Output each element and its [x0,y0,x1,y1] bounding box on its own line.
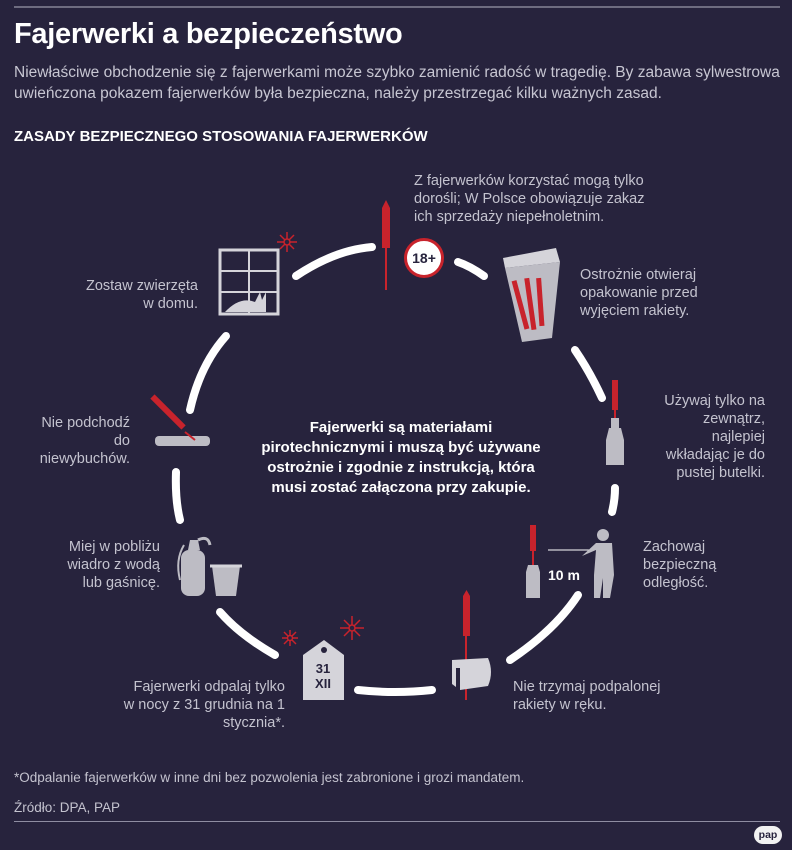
rule-hand: Nie trzymaj podpalonej rakiety w ręku. [513,679,661,713]
pap-logo: pap [754,826,782,844]
distance-label: 10 m [548,567,580,583]
package-icon [503,248,560,342]
extinguisher-icon [177,536,212,596]
source: Źródło: DPA, PAP [14,800,121,815]
rule-pets: Zostaw zwierzęta w domu. [85,278,198,312]
top-rule [14,6,780,8]
bucket-icon [210,564,242,596]
rule-date: Fajerwerki odpalaj tylko w nocy z 31 gru… [123,679,285,731]
hand-rocket-icon [452,590,491,700]
calendar-icon [303,640,344,700]
rule-adults: Z fajerwerków korzystać mogą tylko doroś… [414,173,645,225]
rocket-icon [382,200,390,290]
rule-outdoors: Używaj tylko na zewnątrz, najlepiej wkła… [664,393,765,481]
age-badge-icon: 18+ [404,238,444,278]
rule-duds: Nie podchodź do niewybuchów. [39,415,130,467]
dud-icon [150,394,210,446]
page-title: Fajerwerki a bezpieczeństwo [14,18,403,50]
rule-bucket: Miej w pobliżu wiadro z wodą lub gaśnicę… [67,539,160,591]
calendar-month: XII [315,676,331,691]
rule-packaging: Ostrożnie otwieraj opakowanie przed wyję… [580,267,698,319]
section-title: ZASADY BEZPIECZNEGO STOSOWANIA FAJERWERK… [14,128,428,145]
sparkle-icon [277,232,364,646]
footnote: *Odpalanie fajerwerków w inne dni bez po… [14,770,525,785]
calendar-day: 31 [315,661,331,676]
calendar-date: 31 XII [305,661,341,691]
rule-distance: Zachowaj bezpieczną odległość. [643,539,717,591]
bottom-rule [14,821,780,822]
lead-paragraph: Niewłaściwe obchodzenie się z fajerwerka… [14,64,780,102]
cycle-ring [171,243,619,696]
center-text: Fajerwerki są materiałami pirotechniczny… [261,419,541,496]
person-distance-icon [526,525,614,598]
bottle-rocket-icon [606,380,624,465]
window-cat-icon [218,248,280,316]
